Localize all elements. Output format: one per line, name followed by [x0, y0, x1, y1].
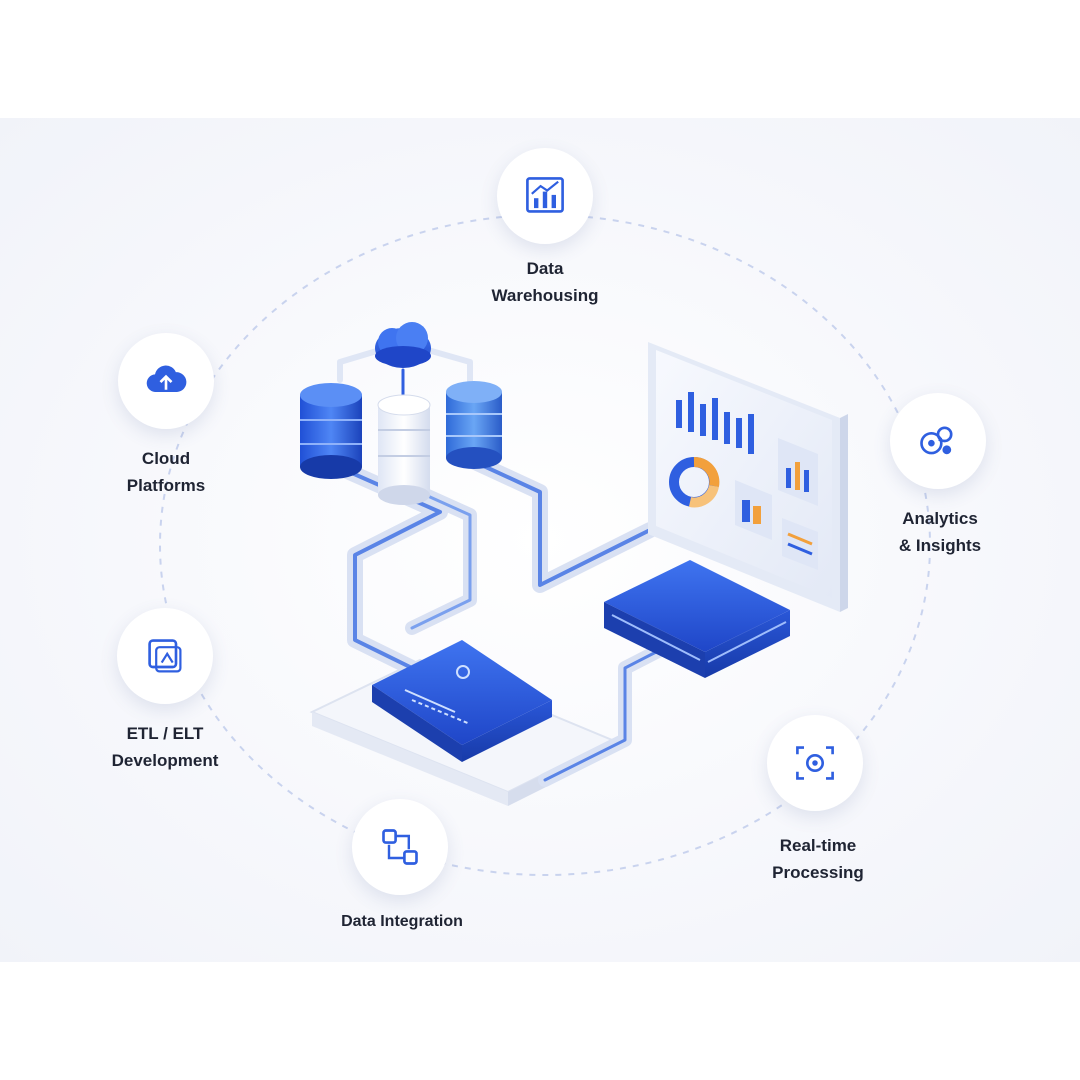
database-cylinder-right [446, 381, 502, 469]
cloud-shape [375, 322, 431, 368]
service-label-line: Cloud [141, 449, 191, 468]
service-label-analytics-insights: Analytics & Insights [840, 505, 1040, 559]
service-label-etl-elt-development: ETL / ELT Development [65, 720, 265, 774]
database-cylinder-left [300, 383, 362, 479]
service-label-line: Platforms [126, 476, 206, 495]
dashboard-tile-3 [782, 518, 818, 570]
database-cylinder-center [377, 394, 431, 505]
processing-box [372, 640, 552, 762]
orbit-ring [159, 214, 931, 876]
service-label-real-time-processing: Real-time Processing [718, 832, 918, 886]
service-label-line: & Insights [898, 536, 982, 555]
service-label-data-warehousing: Data Warehousing [445, 255, 645, 309]
bar-chart-icon [526, 177, 564, 213]
integration-icon [382, 829, 418, 865]
service-node-data-warehousing [497, 148, 593, 244]
service-label-line: Data Integration [341, 913, 463, 930]
dashboard-tile-2 [735, 480, 772, 540]
dashboard-monitor [648, 342, 848, 612]
service-node-real-time-processing [767, 715, 863, 811]
service-label-line: Processing [772, 863, 864, 882]
cloud-upload-icon [146, 365, 187, 393]
service-node-data-integration [352, 799, 448, 895]
data-pipes [337, 347, 667, 787]
service-label-data-integration: Data Integration [302, 908, 502, 935]
server-box [604, 560, 790, 678]
dashboard-bars [676, 392, 754, 454]
service-node-cloud-platforms [118, 333, 214, 429]
service-label-line: Data [526, 259, 564, 278]
analytics-icon [920, 426, 953, 455]
service-label-cloud-platforms: Cloud Platforms [66, 445, 266, 499]
service-label-line: ETL / ELT [126, 724, 204, 743]
service-node-etl-elt-development [117, 608, 213, 704]
service-label-line: Real-time [779, 836, 857, 855]
dashboard-tile-1 [778, 438, 818, 506]
service-label-line: Warehousing [491, 286, 599, 305]
service-node-analytics-insights [890, 393, 986, 489]
service-label-line: Analytics [902, 509, 978, 528]
target-icon [796, 746, 834, 780]
service-label-line: Development [111, 751, 219, 770]
etl-icon [148, 639, 182, 673]
dashboard-donut [669, 457, 720, 508]
